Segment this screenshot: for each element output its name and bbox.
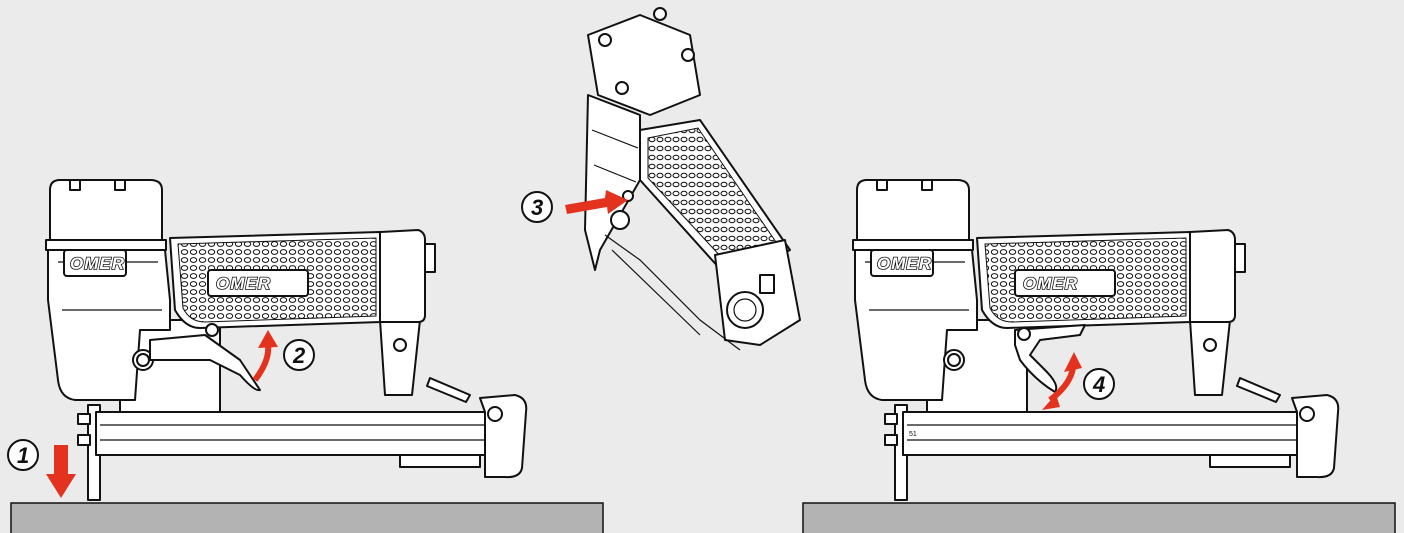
step-1-number: 1	[17, 443, 29, 468]
work-surface-left	[10, 502, 604, 533]
step-4-number: 4	[1092, 372, 1105, 397]
brand-logo-handle-right: OMER	[1023, 274, 1078, 293]
step-4-badge: 4	[1083, 368, 1115, 400]
step-3-arrow	[565, 190, 628, 214]
step-4-arrow	[1042, 352, 1082, 410]
stapler-right: 51 OMER OMER	[852, 179, 1340, 501]
magazine-stamp: 51	[909, 431, 917, 438]
brand-logo-left: OMER	[70, 254, 125, 273]
step-2-arrow	[252, 330, 278, 382]
step-1-badge: 1	[7, 439, 39, 471]
step-2-number: 2	[292, 343, 306, 368]
stapler-center	[584, 7, 801, 351]
step-2-badge: 2	[283, 339, 315, 371]
stapler-left: OMER OMER	[45, 179, 528, 501]
brand-logo-handle-left: OMER	[216, 274, 271, 293]
step-1-arrow	[46, 445, 76, 498]
step-3-number: 3	[531, 195, 543, 220]
step-3-badge: 3	[521, 191, 553, 223]
work-surface-right	[802, 502, 1396, 533]
brand-logo-right: OMER	[877, 254, 932, 273]
